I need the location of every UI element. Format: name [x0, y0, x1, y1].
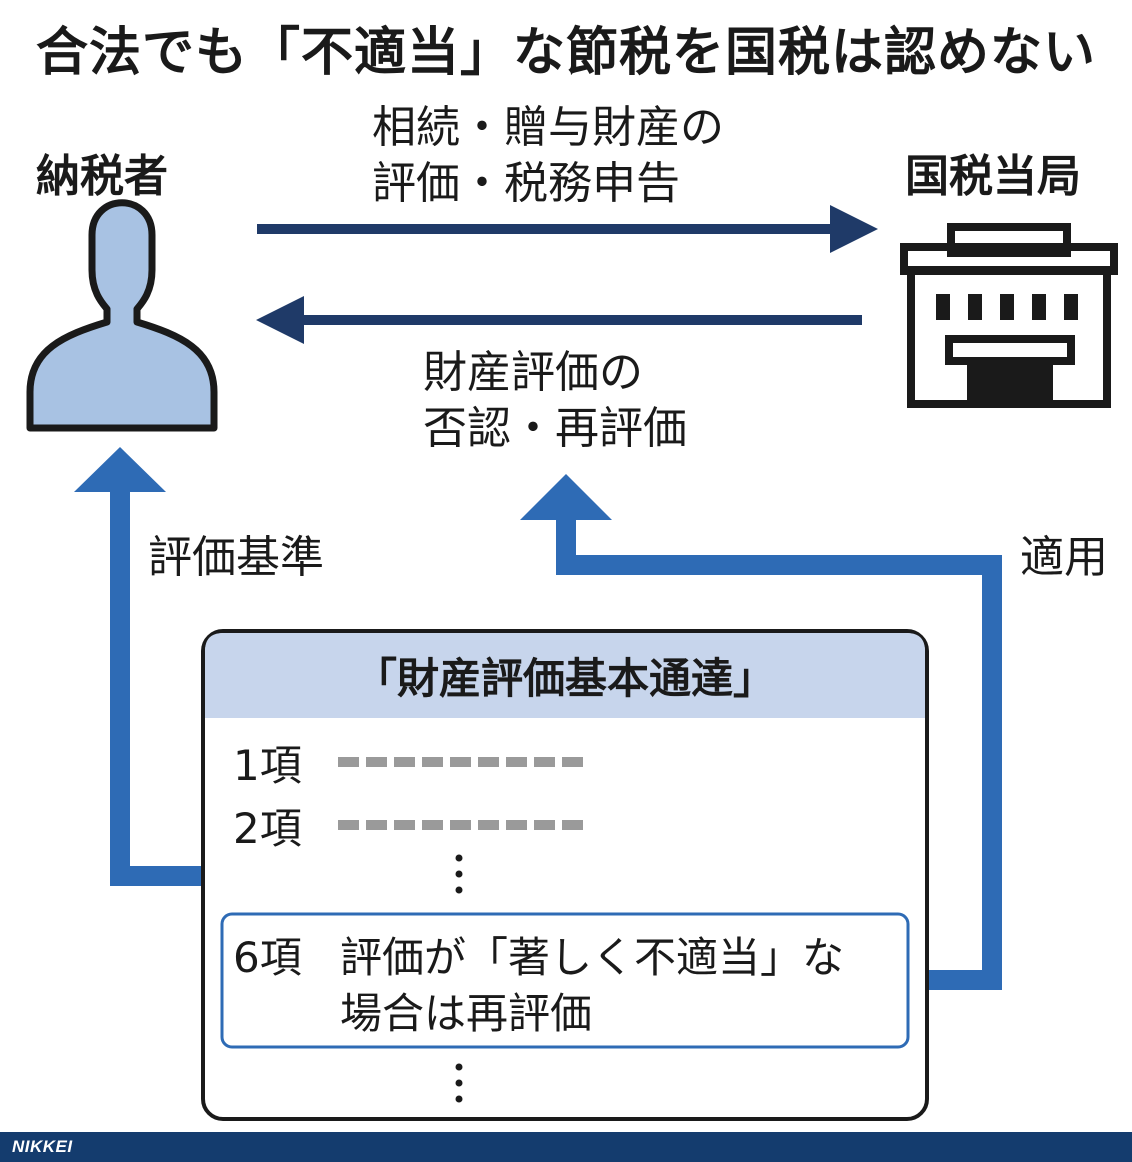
to-authority-line2: 評価・税務申告: [372, 158, 680, 209]
item-1-number: 1項: [233, 741, 302, 790]
nikkei-logo: NIKKEI: [12, 1137, 73, 1156]
notice-title: 「財産評価基本通達」: [355, 654, 775, 703]
to-taxpayer-line2: 否認・再評価: [423, 403, 687, 454]
arrow-to-taxpayer: [256, 296, 862, 344]
criteria-arrow: [74, 447, 205, 886]
footer-bar: NIKKEI: [0, 1132, 1132, 1162]
notice-box: 「財産評価基本通達」 1項 2項 6項 評価が「著しく不適当」な 場合は再評価: [201, 629, 929, 1121]
building-icon: [900, 223, 1118, 408]
ellipsis-1: [455, 854, 463, 894]
item-6-text-line2: 場合は再評価: [340, 989, 592, 1038]
item-6-text-line1: 評価が「著しく不適当」な: [340, 933, 844, 982]
item-6-number: 6項: [233, 933, 302, 982]
to-authority-line1: 相続・贈与財産の: [372, 102, 724, 153]
person-icon: [26, 199, 218, 432]
apply-arrow: [520, 474, 1002, 990]
apply-label: 適用: [1020, 532, 1108, 583]
tax-authority-label: 国税当局: [905, 151, 1081, 202]
criteria-label: 評価基準: [148, 532, 324, 583]
arrow-to-authority: [257, 205, 878, 253]
diagram-graphics: 「財産評価基本通達」 1項 2項 6項 評価が「著しく不適当」な 場合は再評価: [26, 199, 1118, 1121]
page-title: 合法でも「不適当」な節税を国税は認めない: [35, 23, 1096, 83]
to-taxpayer-line1: 財産評価の: [423, 347, 643, 398]
taxpayer-label: 納税者: [36, 151, 168, 202]
highlight-item-box: [220, 912, 910, 1049]
item-2-number: 2項: [233, 804, 302, 853]
ellipsis-2: [455, 1063, 463, 1103]
